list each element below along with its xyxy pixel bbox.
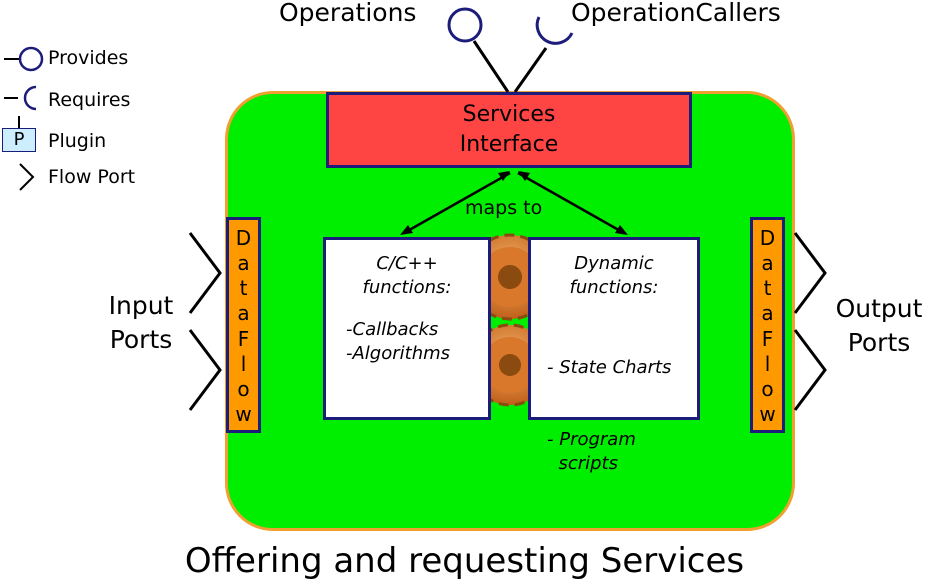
data-flow-letter: F [237, 326, 250, 351]
data-flow-letter: a [237, 251, 250, 276]
input-ports-label: Input Ports [108, 291, 174, 354]
cpp-functions-box: C/C++ functions: -Callbacks -Algorithms [323, 237, 491, 420]
data-flow-letter: F [761, 326, 774, 351]
dynamic-functions-title: Dynamic functions: [569, 253, 659, 298]
maps-to-arrows [400, 171, 628, 235]
services-interface-label: Services Interface [459, 102, 559, 157]
data-flow-letter: D [759, 226, 776, 250]
input-flow-port-icon [188, 232, 222, 314]
requires-icon [4, 85, 37, 111]
data-flow-letter: t [239, 276, 248, 301]
legend-requires-label: Requires [48, 89, 131, 111]
data-flow-letter: w [235, 401, 252, 426]
data-flow-letter: a [761, 301, 774, 326]
service-port-symbols [447, 7, 574, 93]
dynamic-function-item: - Program scripts [547, 429, 636, 474]
data-flow-letter: o [237, 376, 250, 401]
services-interface-box: Services Interface [326, 92, 692, 168]
dynamic-function-item: - State Charts [547, 357, 672, 378]
cpp-functions-title: C/C++ functions: [362, 253, 452, 298]
data-flow-letter: a [761, 251, 774, 276]
dynamic-functions-box: Dynamic functions: - State Charts - Prog… [528, 237, 700, 474]
data-flow-letter: l [240, 351, 247, 376]
legend-plugin-label: Plugin [48, 130, 107, 152]
data-flow-letter: t [763, 276, 772, 301]
cpp-function-item: -Callbacks [346, 319, 439, 340]
arrow-to-dynamic-icon [517, 171, 628, 235]
operation-callers-label: OperationCallers [571, 0, 781, 27]
input-flow-ports [188, 232, 222, 411]
data-flow-letter: o [761, 376, 774, 401]
legend-symbols [4, 46, 44, 191]
arrow-to-cpp-icon [400, 171, 511, 235]
output-data-flow-bar: D a t a F l o w [750, 217, 785, 433]
legend-provides-label: Provides [48, 47, 129, 69]
data-flow-letter: a [237, 301, 250, 326]
cpp-functions-list: -Callbacks -Algorithms [326, 318, 488, 366]
data-flow-letter: w [759, 401, 776, 426]
flow-port-icon [19, 163, 35, 191]
data-flow-letter: D [235, 226, 252, 250]
input-flow-port-icon [188, 329, 222, 411]
maps-to-label: maps to [465, 197, 543, 219]
operations-provides-icon [447, 7, 510, 93]
diagram-caption: Offering and requesting Services [184, 541, 745, 581]
operations-label: Operations [279, 0, 417, 27]
output-flow-ports [793, 232, 827, 411]
cpp-function-item: -Algorithms [346, 343, 451, 364]
output-flow-port-icon [793, 232, 827, 314]
plugin-icon: P [2, 128, 36, 152]
legend-flow-port-label: Flow Port [48, 166, 136, 188]
data-flow-letter: l [764, 351, 771, 376]
output-flow-port-icon [793, 329, 827, 411]
output-ports-label: Output Ports [835, 294, 923, 357]
provides-icon [4, 46, 44, 72]
operation-callers-requires-icon [513, 16, 574, 93]
input-data-flow-bar: D a t a F l o w [226, 217, 261, 433]
dynamic-functions-list: - State Charts - Program scripts [531, 308, 697, 524]
